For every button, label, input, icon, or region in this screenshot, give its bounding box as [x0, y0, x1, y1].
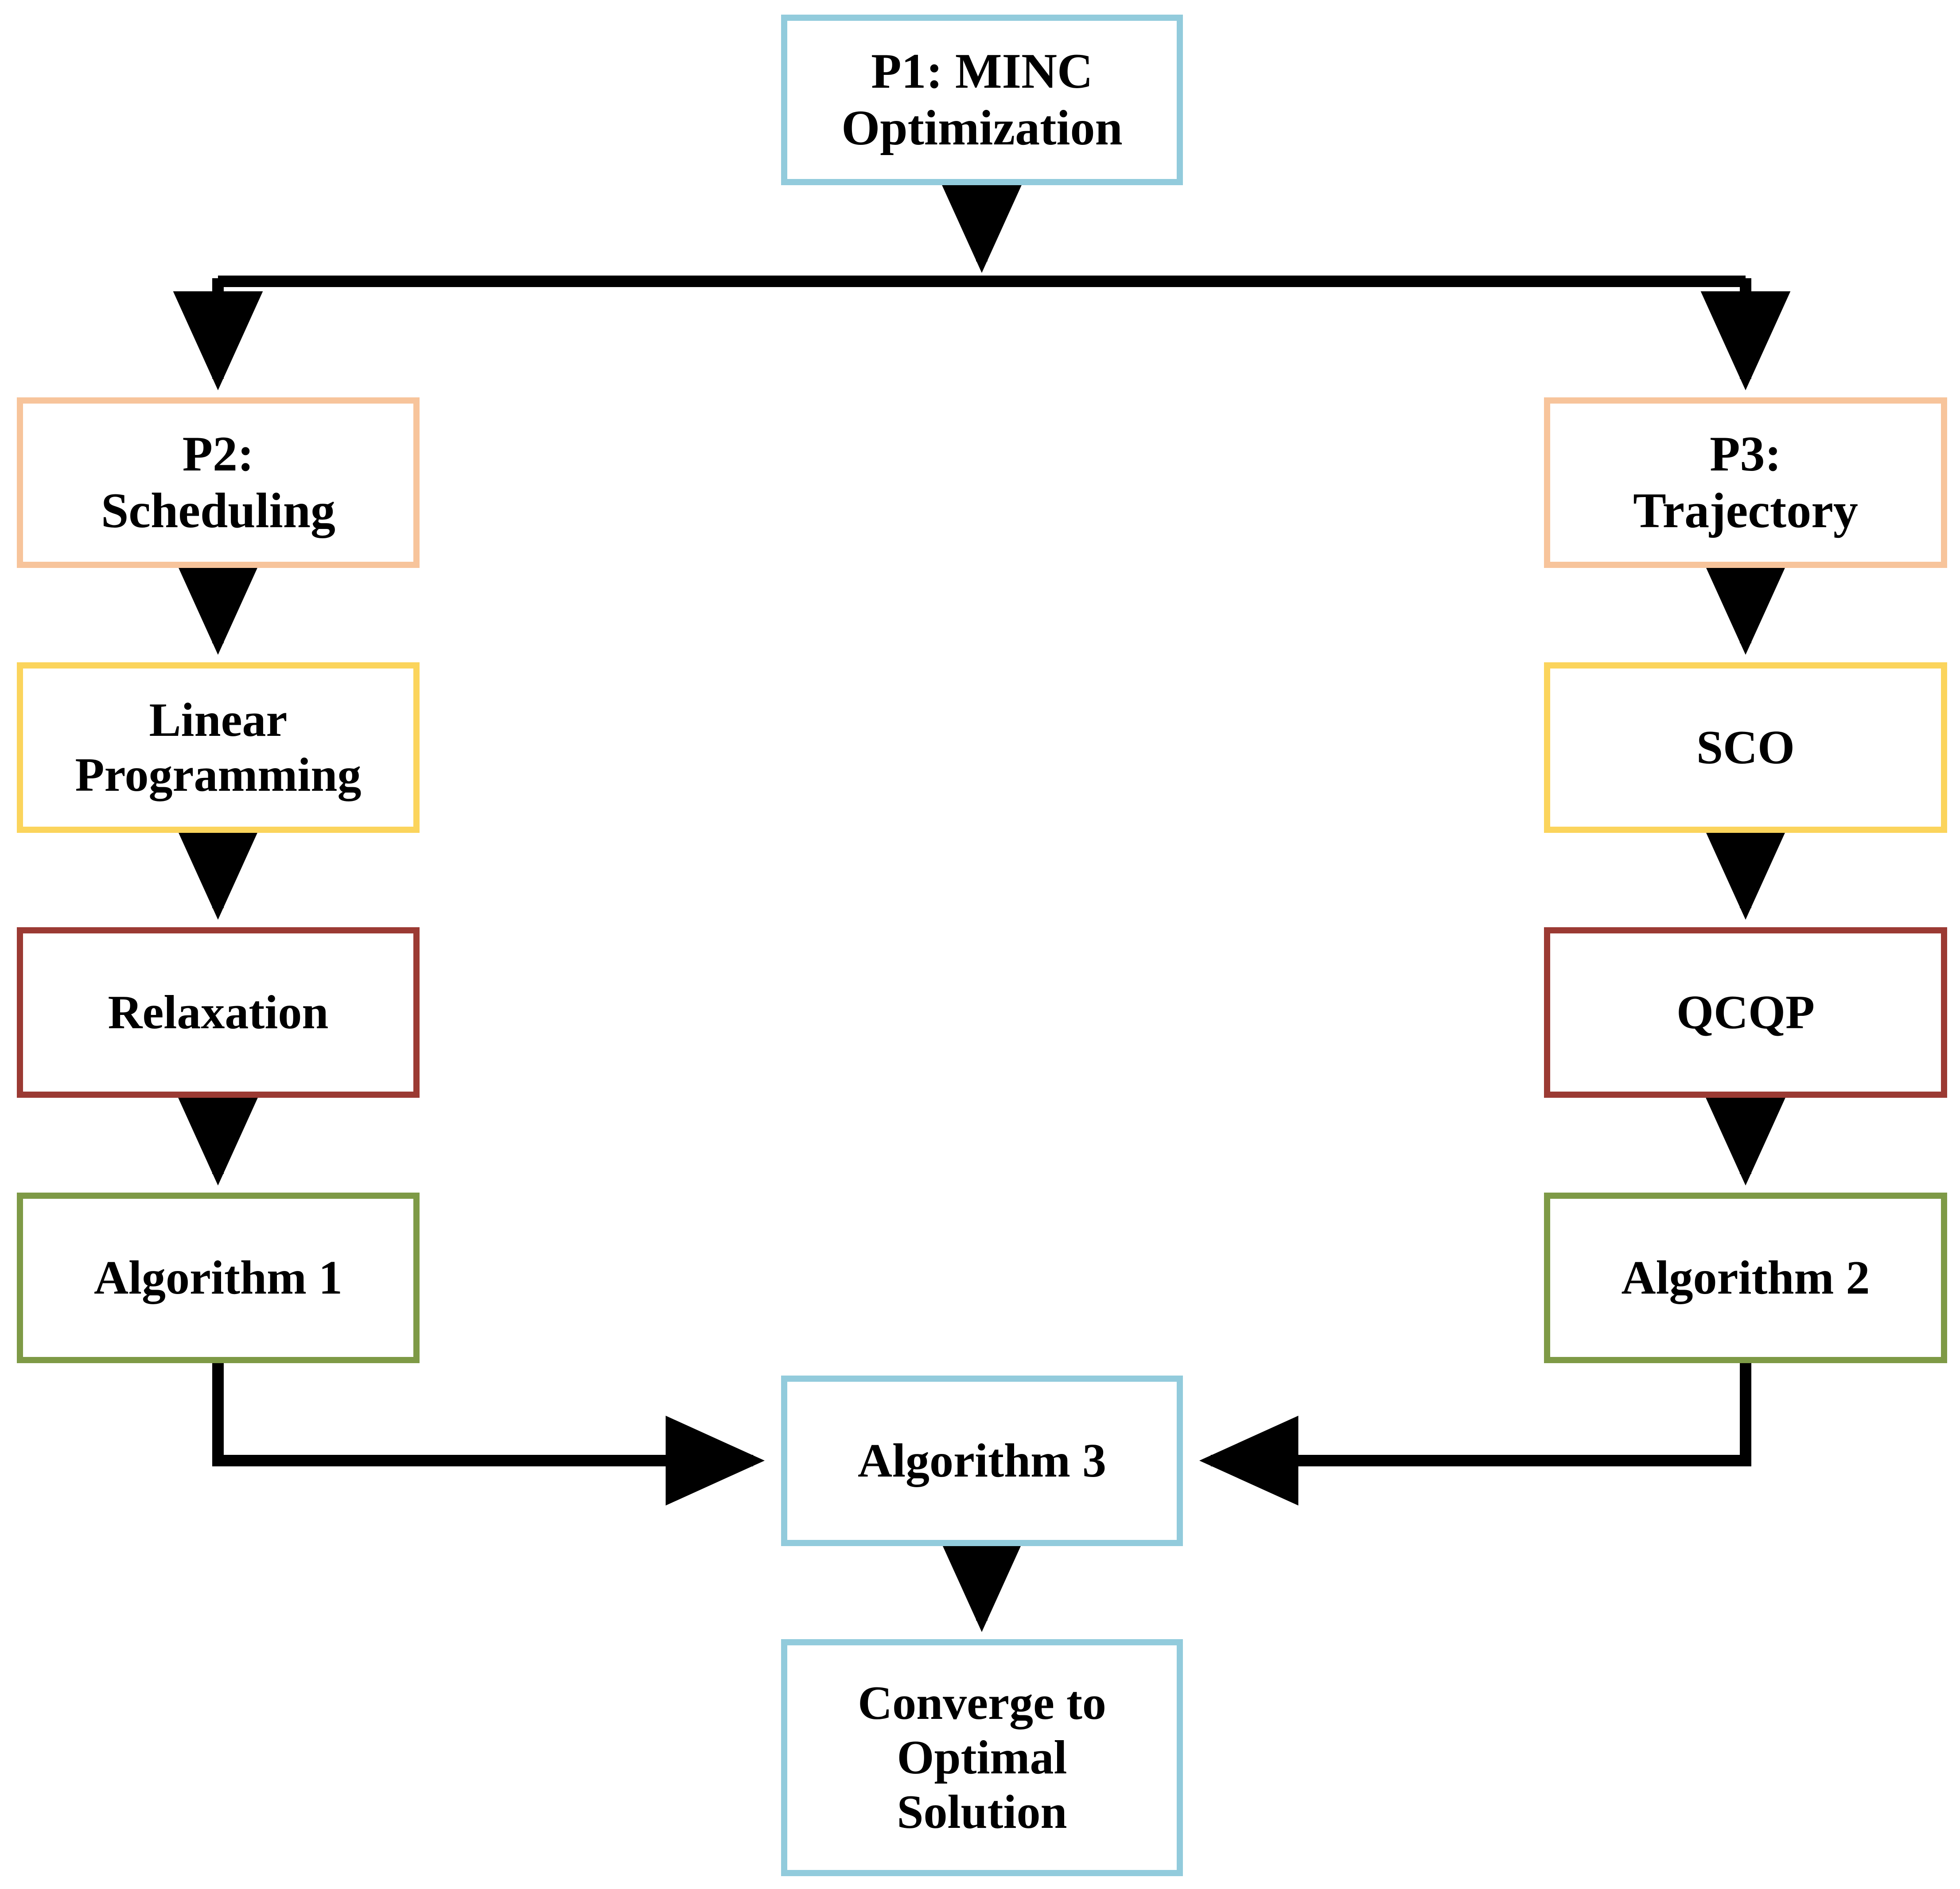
- node-qcqp-label: QCQP: [1676, 986, 1815, 1039]
- node-p2-scheduling[interactable]: P2: Scheduling: [17, 397, 420, 568]
- node-linear-programming[interactable]: Linear Programming: [17, 662, 420, 833]
- node-sco-label: SCO: [1696, 721, 1795, 774]
- node-algorithm-1[interactable]: Algorithm 1: [17, 1193, 420, 1363]
- node-algorithm-1-label: Algorithm 1: [94, 1251, 342, 1304]
- node-algorithm-3[interactable]: Algorithm 3: [781, 1376, 1183, 1546]
- node-converge-label: Converge to Optimal Solution: [858, 1676, 1106, 1839]
- node-algorithm-2-label: Algorithm 2: [1621, 1251, 1870, 1304]
- node-relaxation-label: Relaxation: [108, 986, 329, 1039]
- node-qcqp[interactable]: QCQP: [1544, 927, 1947, 1098]
- node-p3-label: P3: Trajectory: [1633, 426, 1858, 538]
- node-p2-label: P2: Scheduling: [101, 426, 336, 538]
- node-algorithm-2[interactable]: Algorithm 2: [1544, 1193, 1947, 1363]
- node-p1-label: P1: MINC Optimization: [841, 43, 1123, 155]
- node-sco[interactable]: SCO: [1544, 662, 1947, 833]
- edge-algorithm2-to-algorithm3: [1199, 1363, 1751, 1506]
- node-relaxation[interactable]: Relaxation: [17, 927, 420, 1098]
- node-p3-trajectory[interactable]: P3: Trajectory: [1544, 397, 1947, 568]
- node-converge-to-optimal-solution[interactable]: Converge to Optimal Solution: [781, 1639, 1183, 1876]
- node-algorithm-3-label: Algorithm 3: [858, 1434, 1106, 1487]
- node-p1-minc-optimization[interactable]: P1: MINC Optimization: [781, 15, 1183, 185]
- edge-algorithm1-to-algorithm3: [212, 1363, 765, 1506]
- node-linear-programming-label: Linear Programming: [75, 694, 362, 801]
